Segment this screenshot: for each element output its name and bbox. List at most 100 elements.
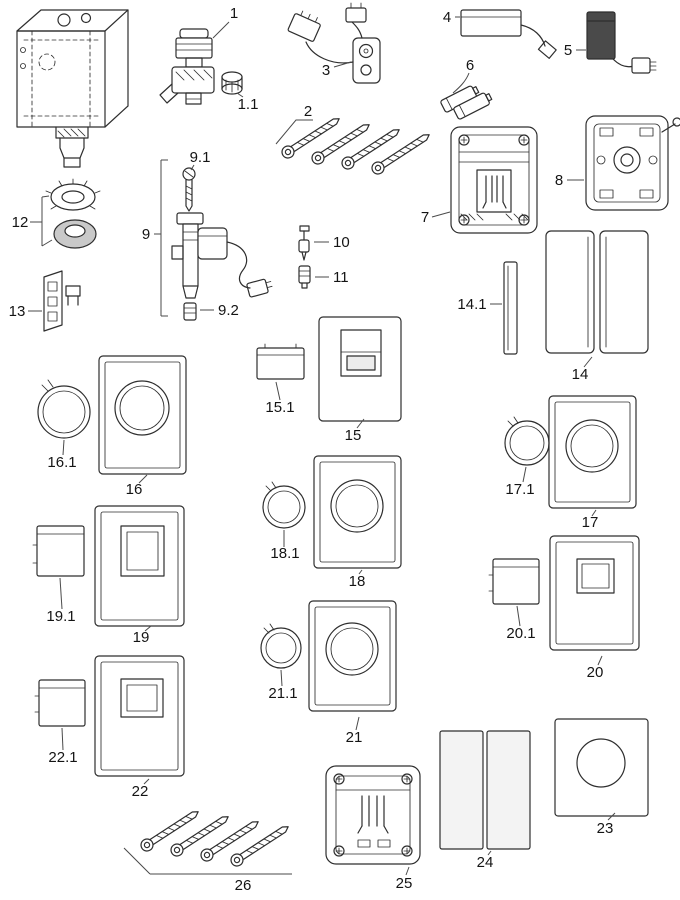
callout-25: 25	[396, 875, 413, 892]
callout-4: 4	[443, 9, 451, 26]
part-4-power-supply-drawing	[460, 9, 557, 59]
leader-line	[405, 866, 410, 876]
leader-line	[144, 625, 152, 632]
protection-box-drawing	[16, 9, 129, 168]
part-7-mounting-frame-drawing	[450, 126, 538, 234]
part-18-1-ring-drawing	[262, 481, 306, 529]
part-3-cable-drawing	[287, 2, 381, 84]
leader-line	[61, 727, 64, 751]
callout-13: 13	[9, 303, 26, 320]
callout-19: 19	[133, 629, 150, 646]
callout-7: 7	[421, 209, 429, 226]
callout-1-1: 1.1	[238, 96, 259, 113]
leader-line	[591, 509, 597, 517]
leader-line	[143, 778, 150, 785]
part-25-mounting-frame-drawing	[325, 765, 421, 865]
leader-line	[431, 211, 451, 218]
callout-17-1: 17.1	[505, 481, 534, 498]
part-17-plate-drawing	[548, 395, 637, 509]
leader-line	[597, 655, 603, 666]
leader-line	[487, 850, 492, 856]
callout-15: 15	[345, 427, 362, 444]
leader-line	[154, 159, 168, 317]
part-16-1-ring-drawing	[37, 379, 91, 439]
leader-line	[607, 812, 616, 821]
leader-line	[275, 119, 313, 145]
callout-1: 1	[230, 5, 238, 22]
callout-14: 14	[572, 366, 589, 383]
part-5-power-supply-drawing	[586, 11, 657, 74]
callout-15-1: 15.1	[265, 399, 294, 416]
leader-line	[452, 72, 470, 94]
part-26-screws-drawing	[138, 806, 293, 869]
part-19-1-plate-drawing	[32, 525, 85, 577]
callout-6: 6	[466, 57, 474, 74]
leader-line	[583, 356, 593, 368]
callout-20: 20	[587, 664, 604, 681]
part-18-plate-drawing	[313, 455, 402, 569]
part-14-1-strip-drawing	[503, 261, 518, 355]
leader-line	[516, 605, 521, 627]
part-1-valve-assembly-drawing	[159, 28, 215, 105]
callout-17: 17	[582, 514, 599, 531]
part-9-2-cartridge-drawing	[183, 302, 197, 321]
part-2-screws-drawing	[279, 113, 434, 177]
part-9-1-screw-drawing	[182, 167, 196, 212]
callout-9-2: 9.2	[218, 302, 239, 319]
callout-24: 24	[477, 854, 494, 871]
leader-line	[275, 381, 281, 401]
leader-line	[212, 21, 230, 39]
part-14-cover-plates-drawing	[545, 230, 649, 354]
part-9-valve-drawing	[171, 212, 273, 299]
part-21-1-ring-drawing	[260, 623, 302, 669]
part-13-bracket-drawing	[43, 270, 81, 332]
callout-10: 10	[333, 234, 350, 251]
leader-line	[123, 847, 292, 875]
leader-line	[62, 439, 65, 456]
part-24-cover-plates-drawing	[439, 730, 531, 850]
leader-line	[358, 569, 363, 575]
part-19-plate-drawing	[94, 505, 185, 627]
part-8-mounting-frame-drawing	[585, 115, 680, 211]
part-10-electrode-drawing	[298, 225, 310, 261]
part-11-cartridge-drawing	[298, 265, 311, 289]
part-22-plate-drawing	[94, 655, 185, 777]
leader-line	[280, 669, 283, 687]
callout-2: 2	[304, 103, 312, 120]
part-1-1-plug-drawing	[221, 71, 243, 95]
part-20-plate-drawing	[549, 535, 640, 651]
callout-23: 23	[597, 820, 614, 837]
leader-line	[190, 164, 195, 171]
callout-9: 9	[142, 226, 150, 243]
callout-22: 22	[132, 783, 149, 800]
part-12-seal-set-drawing	[45, 178, 101, 249]
leader-line	[356, 418, 365, 429]
callout-11: 11	[333, 269, 349, 286]
part-23-plate-drawing	[554, 718, 649, 817]
callout-16-1: 16.1	[47, 454, 76, 471]
part-17-1-ring-drawing	[504, 416, 550, 466]
callout-26: 26	[235, 877, 252, 894]
callout-12: 12	[12, 214, 29, 231]
callout-14-1: 14.1	[457, 296, 486, 313]
part-20-1-plate-drawing	[488, 558, 540, 605]
callout-18-1: 18.1	[270, 545, 299, 562]
callout-22-1: 22.1	[48, 749, 77, 766]
callout-16: 16	[126, 481, 143, 498]
callout-9-1: 9.1	[190, 149, 211, 166]
callout-19-1: 19.1	[46, 608, 75, 625]
callout-20-1: 20.1	[506, 625, 535, 642]
leader-line	[59, 577, 63, 610]
callout-3: 3	[322, 62, 330, 79]
leader-line	[522, 466, 527, 483]
leader-line	[355, 716, 360, 731]
part-21-plate-drawing	[308, 600, 397, 712]
part-15-1-plate-drawing	[256, 343, 305, 380]
callout-5: 5	[564, 42, 572, 59]
leader-line	[30, 195, 53, 247]
part-22-1-plate-drawing	[34, 679, 86, 727]
leader-line	[236, 92, 244, 98]
part-6-batteries-drawing	[439, 83, 494, 121]
